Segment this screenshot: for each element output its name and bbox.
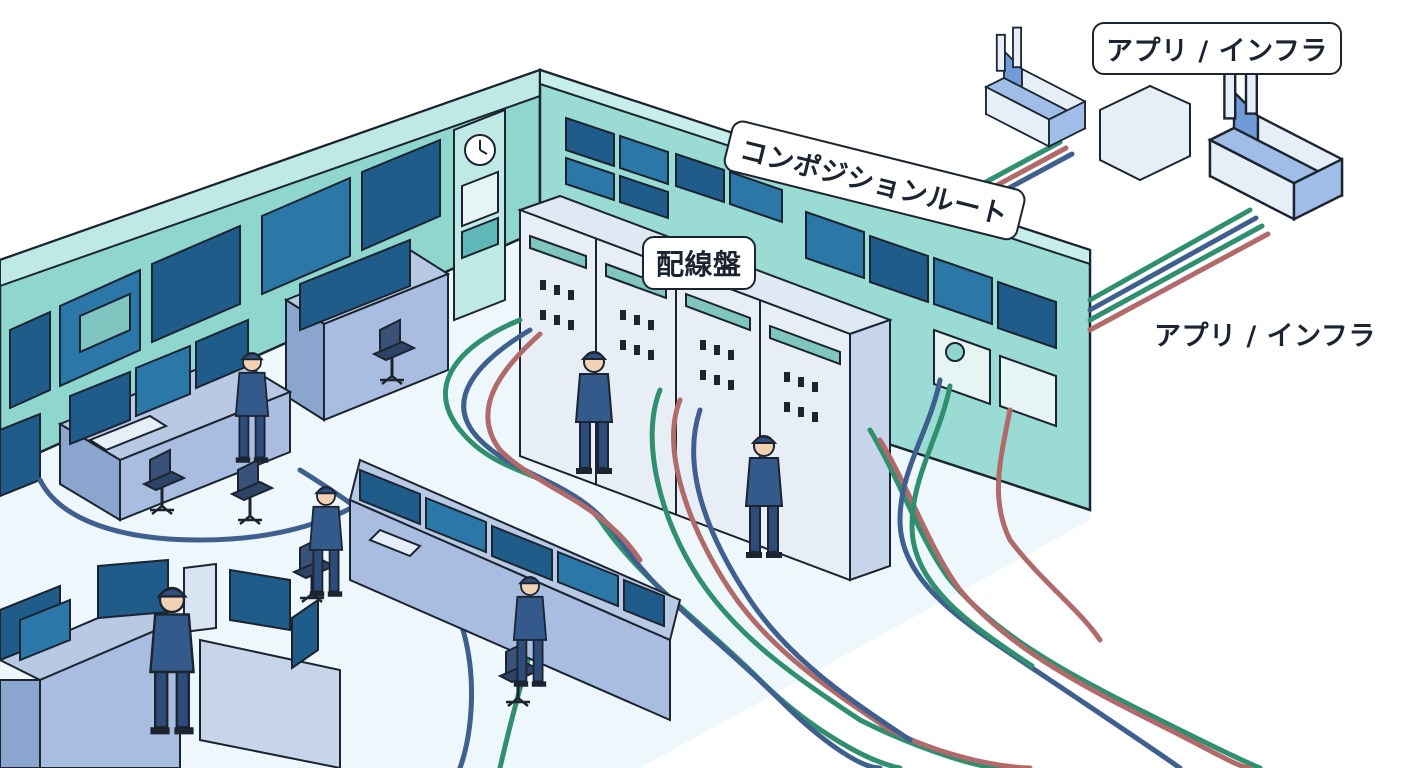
factory-icon bbox=[1210, 61, 1342, 219]
wiring-board-label: 配線盤 bbox=[642, 236, 756, 290]
wall-panel bbox=[454, 110, 505, 320]
infra-label-top: アプリ / インフラ bbox=[1092, 22, 1342, 75]
factory-annex bbox=[1100, 86, 1190, 180]
factory-icon bbox=[986, 28, 1085, 147]
monitor-icon bbox=[230, 570, 290, 630]
infra-label-right: アプリ / インフラ bbox=[1154, 314, 1376, 353]
